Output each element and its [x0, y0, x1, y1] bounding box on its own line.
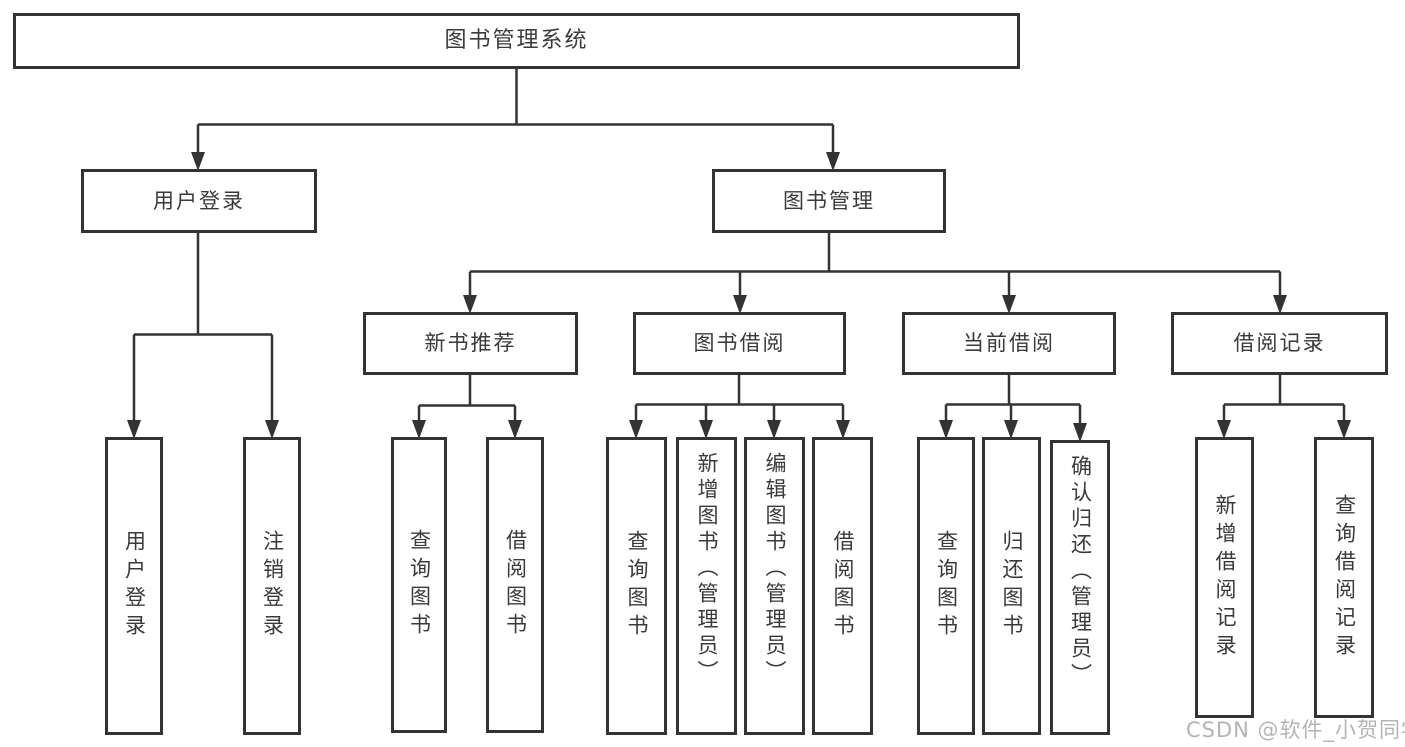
- leaf-edit-book-admin: 编辑图书（管理员）: [744, 437, 805, 735]
- leaf-add-borrow-record: 新增借阅记录: [1195, 437, 1254, 718]
- leaf-query-books-borrow: 查询图书: [606, 437, 667, 735]
- leaf-query-borrow-record: 查询借阅记录: [1314, 437, 1374, 718]
- watermark: CSDN @软件_小贺同学: [1186, 718, 1405, 742]
- leaf-borrow-books-recommend: 借阅图书: [486, 437, 544, 733]
- leaf-return-book: 归还图书: [982, 437, 1041, 735]
- node-new-book-recommend: 新书推荐: [363, 312, 578, 375]
- node-current-borrowing: 当前借阅: [902, 312, 1116, 375]
- node-borrowing-records: 借阅记录: [1171, 312, 1388, 375]
- arrowheads: [127, 152, 1351, 442]
- leaf-user-login: 用户登录: [105, 437, 163, 735]
- leaf-logout: 注销登录: [243, 437, 301, 735]
- leaf-query-books-current: 查询图书: [917, 437, 975, 735]
- leaf-confirm-return-admin: 确认归还（管理员）: [1050, 440, 1110, 735]
- node-user-login: 用户登录: [81, 169, 317, 233]
- leaf-borrow-books: 借阅图书: [812, 437, 873, 735]
- node-book-borrowing: 图书借阅: [633, 312, 846, 375]
- leaf-add-book-admin: 新增图书（管理员）: [676, 437, 737, 735]
- leaf-query-books-recommend: 查询图书: [391, 437, 447, 733]
- node-library-management-system: 图书管理系统: [13, 13, 1020, 69]
- node-book-management: 图书管理: [712, 169, 946, 233]
